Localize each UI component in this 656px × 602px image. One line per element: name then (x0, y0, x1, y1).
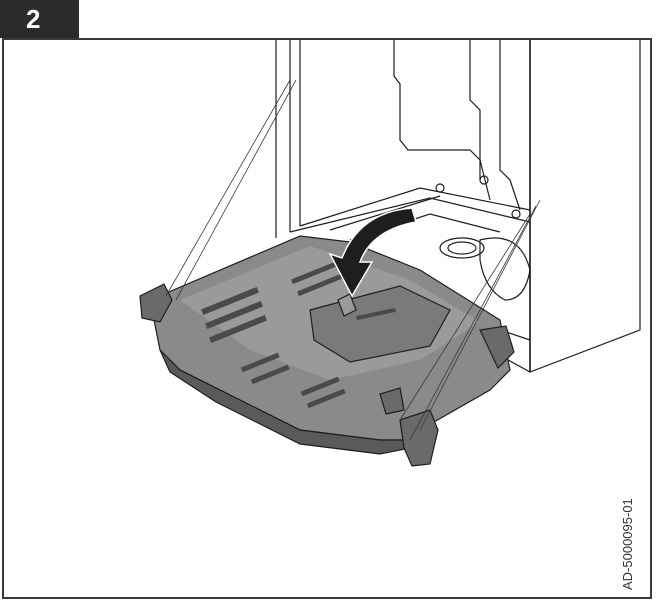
step-number-badge: 2 (0, 0, 79, 38)
control-tray (139, 235, 515, 467)
illustration-frame (2, 38, 652, 599)
hinge-guide-lines (165, 79, 541, 441)
rotate-down-arrow-icon (328, 207, 417, 298)
boiler-casing (275, 40, 641, 373)
step-number: 2 (26, 4, 41, 34)
reference-code: AD-5000095-01 (620, 498, 635, 590)
